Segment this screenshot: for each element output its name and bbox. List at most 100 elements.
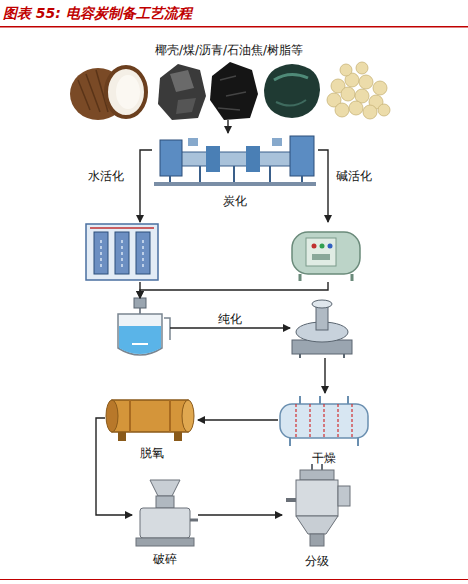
reactor-image (134, 298, 146, 308)
classifier-image (296, 516, 338, 534)
arrow-label: 碱活化 (336, 169, 372, 183)
kiln-image (272, 138, 282, 146)
ball-mill-image (174, 432, 182, 441)
flow-arrow (198, 514, 282, 515)
flow-arrow (227, 120, 228, 133)
reactor-image (164, 318, 170, 340)
vessel-image (292, 232, 360, 274)
kiln-image (160, 140, 182, 176)
centrifuge-image (300, 354, 344, 358)
coconut-image (78, 70, 108, 112)
ball-mill-image (118, 432, 126, 441)
grinder-image (136, 480, 198, 546)
classifier-image (286, 498, 296, 502)
resin-image (327, 62, 390, 119)
flow-arrow (324, 358, 325, 393)
classifier-image (300, 470, 334, 480)
grinder-image (150, 480, 180, 496)
coconut-image (70, 67, 146, 120)
stage-label: 破碎 (153, 552, 177, 566)
coconut-image (106, 67, 146, 117)
process-stage: 分级 (282, 462, 352, 550)
process-stage: 椰壳/煤/沥青/石油焦/树脂等 (68, 60, 390, 120)
figure-title: 图表 55: 电容炭制备工艺流程 (3, 5, 192, 23)
resin-image (335, 103, 349, 117)
ball-mill-image (112, 400, 188, 432)
kiln-image (170, 166, 302, 182)
resin-image (356, 62, 368, 74)
reactor-image (118, 314, 162, 355)
kiln-image (154, 136, 316, 186)
process-stage: 脱氧 (105, 395, 198, 442)
bottom-rule (0, 579, 468, 580)
coke-image (264, 64, 320, 118)
coke-image (276, 100, 306, 106)
resin-image (359, 75, 373, 89)
flow-arrow (318, 150, 328, 222)
coke-image (274, 74, 308, 80)
coal-image (158, 64, 206, 120)
dryer-image (280, 404, 368, 438)
coke-image (264, 64, 320, 118)
process-stage: 破碎 (132, 478, 198, 548)
dryer-image (300, 396, 348, 404)
resin-image (341, 87, 355, 101)
vessel-image (328, 244, 333, 249)
centrifuge-image (312, 300, 332, 308)
kiln-image (154, 182, 316, 186)
stage-label: 干燥 (312, 451, 336, 465)
flow-arrow (139, 282, 140, 298)
furnace-image (101, 240, 143, 268)
kiln-image (246, 146, 260, 172)
process-stage (290, 300, 352, 358)
stage-label: 脱氧 (140, 446, 164, 460)
classifier-image (310, 534, 324, 546)
furnace-image (86, 224, 158, 280)
process-stage: 炭化 (152, 133, 318, 190)
kiln-image (188, 138, 198, 146)
ball-mill-image (130, 400, 170, 432)
flow-arrow (198, 419, 278, 420)
kiln-image (290, 136, 314, 176)
reactor-image (118, 298, 170, 355)
grinder-image (136, 538, 194, 546)
pitch-image (210, 62, 258, 120)
vessel-image (292, 232, 360, 281)
coal-image (176, 98, 196, 114)
vessel-image (320, 244, 325, 249)
coal-image (158, 64, 206, 120)
ball-mill-image (106, 400, 194, 441)
grinder-image (140, 508, 190, 538)
flow-arrow (170, 327, 290, 328)
arrow-label: 水活化 (88, 169, 124, 183)
process-stage (290, 222, 362, 282)
grinder-image (190, 519, 198, 522)
grinder-image (156, 496, 174, 508)
process-stage (85, 222, 160, 282)
reactor-image (119, 326, 161, 354)
coal-image (170, 70, 194, 92)
reactor-image (132, 343, 148, 345)
centrifuge-image (292, 300, 352, 358)
resin-image (340, 64, 352, 76)
classifier-image (338, 486, 350, 506)
kiln-image (206, 146, 220, 172)
coconut-image (116, 75, 140, 109)
vessel-image (312, 244, 317, 249)
furnace-image (90, 227, 154, 229)
flow-arrow (140, 282, 328, 298)
dryer-image (296, 404, 352, 438)
flow-arrow (96, 418, 132, 515)
furnace-image (86, 224, 158, 280)
pitch-image (218, 76, 246, 110)
vessel-image (300, 274, 352, 281)
resin-image (378, 104, 390, 116)
pitch-image (210, 62, 258, 120)
dryer-image (290, 438, 358, 446)
arrow-label: 纯化 (218, 312, 242, 326)
classifier-image (286, 464, 350, 546)
